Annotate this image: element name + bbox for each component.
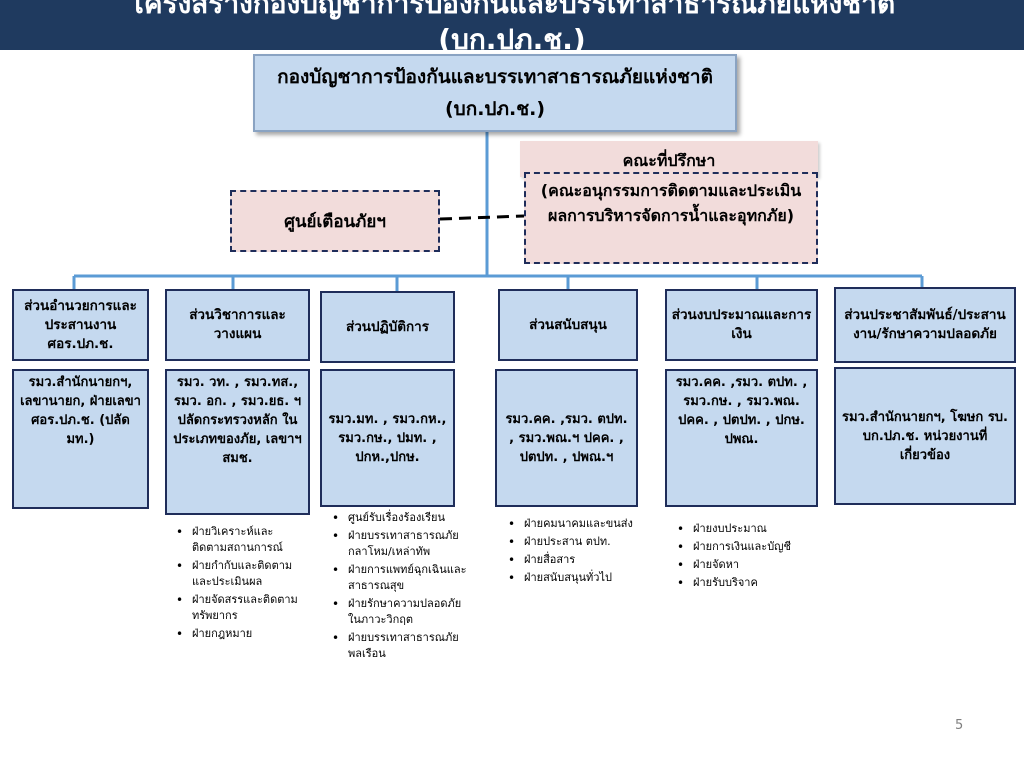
dept-box-support: ส่วนสนับสนุน	[498, 289, 638, 361]
dept-box-planning: ส่วนวิชาการและวางแผน	[165, 289, 310, 361]
dept-members: รมว.สำนักนายกฯ, เลขานายก, ฝ่ายเลขา ศอร.ป…	[20, 375, 141, 447]
list-item: ฝ่ายจัดหา	[673, 557, 813, 573]
dept-members: รมว. วท. , รมว.ทส., รมว. อก. , รมว.ยธ. ฯ…	[173, 375, 302, 466]
page-title: โครงสร้างกองบัญชาการป้องกันและบรรเทาสาธา…	[0, 0, 1024, 50]
units-list-budget: ฝ่ายงบประมาณ ฝ่ายการเงินและบัญชี ฝ่ายจัด…	[673, 521, 813, 593]
list-item: ฝ่ายบรรเทาสาธารณภัยกลาโหม/เหล่าทัพ	[328, 528, 473, 560]
list-item: ฝ่ายจัดสรรและติดตามทรัพยากร	[172, 592, 302, 624]
dept-members: รมว.สำนักนายกฯ, โฆษก รบ. บก.ปภ.ช. หน่วยง…	[842, 409, 1008, 463]
dept-members: รมว.คค. ,รมว. ตปท. , รมว.กษ. , รมว.พณ. ป…	[675, 375, 808, 447]
dept-name: ส่วนสนับสนุน	[529, 316, 607, 333]
list-item: ฝ่ายวิเคราะห์และติดตามสถานการณ์	[172, 524, 302, 556]
dept-name: ส่วนประชาสัมพันธ์/ประสานงาน/รักษาความปลอ…	[844, 307, 1006, 342]
list-item: ฝ่ายรักษาความปลอดภัยในภาวะวิกฤต	[328, 596, 473, 628]
advisor-description: (คณะอนุกรรมการติดตามและประเมินผลการบริหา…	[540, 181, 802, 225]
units-list-operations: ศูนย์รับเรื่องร้องเรียน ฝ่ายบรรเทาสาธารณ…	[328, 510, 473, 664]
dept-box-budget: ส่วนงบประมาณและการเงิน	[665, 289, 818, 361]
advisor-title: คณะที่ปรึกษา	[622, 151, 716, 170]
list-item: ฝ่ายรับบริจาค	[673, 575, 813, 591]
list-item: ศูนย์รับเรื่องร้องเรียน	[328, 510, 473, 526]
warning-center-box: ศูนย์เตือนภัยฯ	[230, 190, 440, 252]
list-item: ฝ่ายคมนาคมและขนส่ง	[504, 516, 639, 532]
dept-name: ส่วนปฏิบัติการ	[345, 318, 430, 335]
list-item: ฝ่ายกฎหมาย	[172, 626, 302, 642]
page-title-line-2: (บก.ปภ.ช.)	[438, 23, 586, 50]
dept-box-operations: ส่วนปฏิบัติการ	[320, 291, 455, 363]
slide-page-number: 5	[955, 718, 964, 733]
units-list-support: ฝ่ายคมนาคมและขนส่ง ฝ่ายประสาน ตปท. ฝ่ายส…	[504, 516, 639, 588]
list-item: ฝ่ายสนับสนุนทั่วไป	[504, 570, 639, 586]
members-box-support: รมว.คค. ,รมว. ตปท. , รมว.พณ.ฯ ปคค. , ปตป…	[495, 369, 638, 507]
main-command-label: กองบัญชาการป้องกันและบรรเทาสาธารณภัยแห่ง…	[277, 66, 713, 120]
list-item: ฝ่ายงบประมาณ	[673, 521, 813, 537]
dept-box-pr: ส่วนประชาสัมพันธ์/ประสานงาน/รักษาความปลอ…	[834, 287, 1016, 363]
dept-members: รมว.คค. ,รมว. ตปท. , รมว.พณ.ฯ ปคค. , ปตป…	[505, 411, 628, 465]
members-box-budget: รมว.คค. ,รมว. ตปท. , รมว.กษ. , รมว.พณ. ป…	[665, 369, 818, 507]
list-item: ฝ่ายกำกับและติดตามและประเมินผล	[172, 558, 302, 590]
list-item: ฝ่ายการแพทย์ฉุกเฉินและสาธารณสุข	[328, 562, 473, 594]
list-item: ฝ่ายประสาน ตปท.	[504, 534, 639, 550]
dept-box-admin: ส่วนอำนวยการและประสานงาน ศอร.ปภ.ช.	[12, 289, 149, 361]
list-item: ฝ่ายการเงินและบัญชี	[673, 539, 813, 555]
dept-name: ส่วนวิชาการและวางแผน	[189, 307, 286, 342]
dept-name: ส่วนอำนวยการและประสานงาน ศอร.ปภ.ช.	[24, 297, 137, 352]
dept-members: รมว.มท. , รมว.กห., รมว.กษ., ปมท. , ปกห.,…	[328, 411, 447, 465]
main-command-box: กองบัญชาการป้องกันและบรรเทาสาธารณภัยแห่ง…	[253, 54, 737, 132]
members-box-pr: รมว.สำนักนายกฯ, โฆษก รบ. บก.ปภ.ช. หน่วยง…	[834, 367, 1016, 505]
advisor-box: (คณะอนุกรรมการติดตามและประเมินผลการบริหา…	[524, 172, 818, 264]
page-title-line-1: โครงสร้างกองบัญชาการป้องกันและบรรเทาสาธา…	[128, 0, 896, 20]
title-banner: โครงสร้างกองบัญชาการป้องกันและบรรเทาสาธา…	[0, 0, 1024, 50]
units-list-planning: ฝ่ายวิเคราะห์และติดตามสถานการณ์ ฝ่ายกำกั…	[172, 524, 302, 644]
members-box-admin: รมว.สำนักนายกฯ, เลขานายก, ฝ่ายเลขา ศอร.ป…	[12, 369, 149, 509]
advisor-title-box: คณะที่ปรึกษา	[520, 141, 818, 177]
warning-center-label: ศูนย์เตือนภัยฯ	[284, 211, 386, 232]
warning-center-dashed-link	[439, 214, 525, 221]
dept-name: ส่วนงบประมาณและการเงิน	[671, 307, 812, 342]
list-item: ฝ่ายสื่อสาร	[504, 552, 639, 568]
members-box-operations: รมว.มท. , รมว.กห., รมว.กษ., ปมท. , ปกห.,…	[320, 369, 455, 507]
members-box-planning: รมว. วท. , รมว.ทส., รมว. อก. , รมว.ยธ. ฯ…	[165, 369, 310, 515]
list-item: ฝ่ายบรรเทาสาธารณภัยพลเรือน	[328, 630, 473, 662]
